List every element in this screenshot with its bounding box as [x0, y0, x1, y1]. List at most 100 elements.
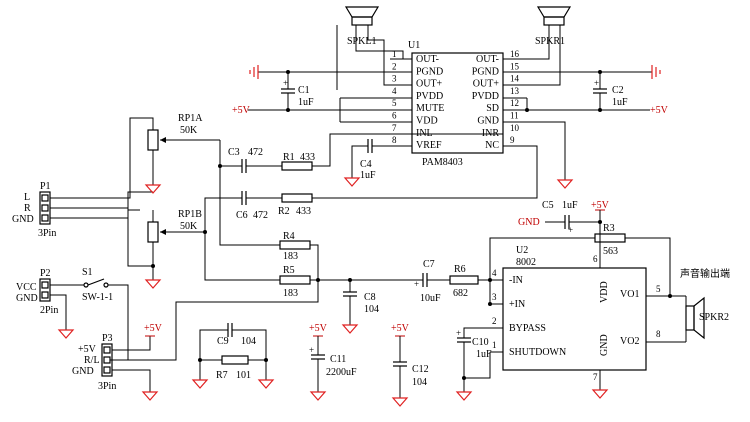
u2-pinnum-4: 4 [492, 268, 497, 278]
p3-pin-gnd: GND [72, 366, 94, 377]
svg-text:+: + [594, 78, 599, 88]
r4-value: 183 [283, 251, 298, 262]
capacitor-c11: +5V + C11 2200uF [309, 323, 357, 401]
p3-pin-plus5v: +5V [78, 344, 97, 355]
u2-pin-vo2: VO2 [620, 336, 639, 347]
r2-value: 433 [296, 206, 311, 217]
u1-pin-num: 7 [392, 123, 397, 133]
u1-pin-name: GND [477, 116, 499, 127]
p2-ground [50, 294, 75, 339]
u1-pin-num: 14 [510, 74, 520, 84]
r7-value: 101 [236, 370, 251, 381]
u2-pin-shutdown: SHUTDOWN [509, 347, 566, 358]
connector-p1: P1 L R GND 3Pin [12, 181, 56, 239]
rp1b-value: 50K [180, 221, 198, 232]
c5-ref: C5 [542, 200, 554, 211]
r6-value: 682 [453, 288, 468, 299]
c6-value: 472 [253, 210, 268, 221]
u1-pin-name: PGND [472, 66, 499, 77]
c2-ref: C2 [612, 85, 624, 96]
spkr2-label: SPKR2 [699, 312, 729, 323]
net-plus5v-left: +5V [232, 105, 251, 116]
p3-plus5v: +5V [144, 323, 163, 334]
c12-ref: C12 [412, 364, 429, 375]
capacitor-c12: +5V C12 104 [391, 323, 429, 407]
p3-wires: +5V [112, 280, 319, 401]
u1-pin-num: 10 [510, 123, 520, 133]
u2-pin-bypass: BYPASS [509, 323, 546, 334]
c4-ref: C4 [360, 159, 372, 170]
r1-value: 433 [300, 152, 315, 163]
u1-pin-name: OUT- [416, 54, 439, 65]
c2-value: 1uF [612, 97, 628, 108]
p2-pin-vcc: VCC [16, 282, 37, 293]
u2-pin-in-plus: +IN [509, 299, 525, 310]
u1-body [411, 52, 504, 154]
u1-pin-name: INR [482, 128, 500, 139]
r3-labels: R3 563 [603, 223, 618, 257]
capacitor-c10: + C10 1uF [456, 328, 492, 360]
u1-pin-num: 16 [510, 49, 520, 59]
connector-p2: P2 VCC GND 2Pin [16, 268, 58, 316]
c11-ref: C11 [330, 354, 346, 365]
svg-text:+: + [414, 279, 419, 289]
resistor-r7: R7 101 [191, 355, 275, 389]
capacitor-c6: C6 472 [204, 191, 282, 232]
r6-ref: R6 [454, 264, 466, 275]
potentiometer-rp1a: RP1A 50K [144, 113, 220, 194]
c8-value: 104 [364, 304, 379, 315]
potentiometer-rp1b: RP1B 50K [144, 209, 207, 289]
c10-value: 1uF [476, 349, 492, 360]
c12-plus5v: +5V [391, 323, 410, 334]
net-plus5v-right: +5V [650, 105, 669, 116]
p1-wires [50, 117, 154, 267]
capacitor-c1: + C1 1uF [281, 70, 314, 112]
speaker-spkr2: SPKR2 声音输出端 [680, 267, 730, 342]
c9-ref: C9 [217, 336, 229, 347]
u1-pin-name: OUT+ [473, 79, 500, 90]
c1-value: 1uF [298, 97, 314, 108]
u2-pinnum-7: 7 [593, 372, 598, 382]
u1-pin-num: 6 [392, 111, 397, 121]
u2-plus5v: +5V [591, 200, 610, 211]
capacitor-c3: C3 472 [219, 140, 282, 173]
svg-text:+: + [283, 78, 288, 88]
u2-pinnum-2: 2 [492, 316, 497, 326]
s1-ref: S1 [82, 267, 93, 278]
c3-ref: C3 [228, 147, 240, 158]
resistor-r1: R1 433 [281, 152, 315, 171]
capacitor-c2: + C2 1uF [593, 70, 628, 112]
u1-pin-num: 2 [392, 61, 397, 71]
p2-ref: P2 [40, 268, 51, 279]
u1-pin-name: SD [486, 103, 499, 114]
p3-type: 3Pin [98, 381, 116, 392]
svg-text:+: + [456, 328, 461, 338]
u1-pin-name: PGND [416, 66, 443, 77]
c5-value: 1uF [562, 200, 578, 211]
u1-pin-name: INL [416, 128, 433, 139]
u2-pinnum-8: 8 [656, 329, 661, 339]
c3-value: 472 [248, 147, 263, 158]
c10-ref: C10 [472, 337, 489, 348]
c7-value: 10uF [420, 293, 441, 304]
rp1b-ref: RP1B [178, 209, 202, 220]
c11-value: 2200uF [326, 367, 357, 378]
u1-pin-num: 11 [510, 111, 519, 121]
u1-pin-name: NC [485, 140, 499, 151]
u1-pin-num: 9 [510, 135, 515, 145]
u2-body [502, 267, 647, 371]
u1-pin-name: MUTE [416, 103, 444, 114]
p1-type: 3Pin [38, 228, 56, 239]
resistor-r5: R5 183 [204, 232, 423, 299]
u1-pin-name: OUT+ [416, 79, 443, 90]
audio-out-label: 声音输出端 [680, 267, 730, 280]
u1-pin-name: PVDD [472, 91, 499, 102]
r5-ref: R5 [283, 265, 295, 276]
speaker-spkl1: SPKL1 [344, 6, 380, 47]
u2-pinnum-5: 5 [656, 284, 661, 294]
svg-text:+: + [568, 225, 573, 235]
u2-chip: U2 8002 -IN +IN BYPASS SHUTDOWN VDD GND … [492, 245, 661, 382]
